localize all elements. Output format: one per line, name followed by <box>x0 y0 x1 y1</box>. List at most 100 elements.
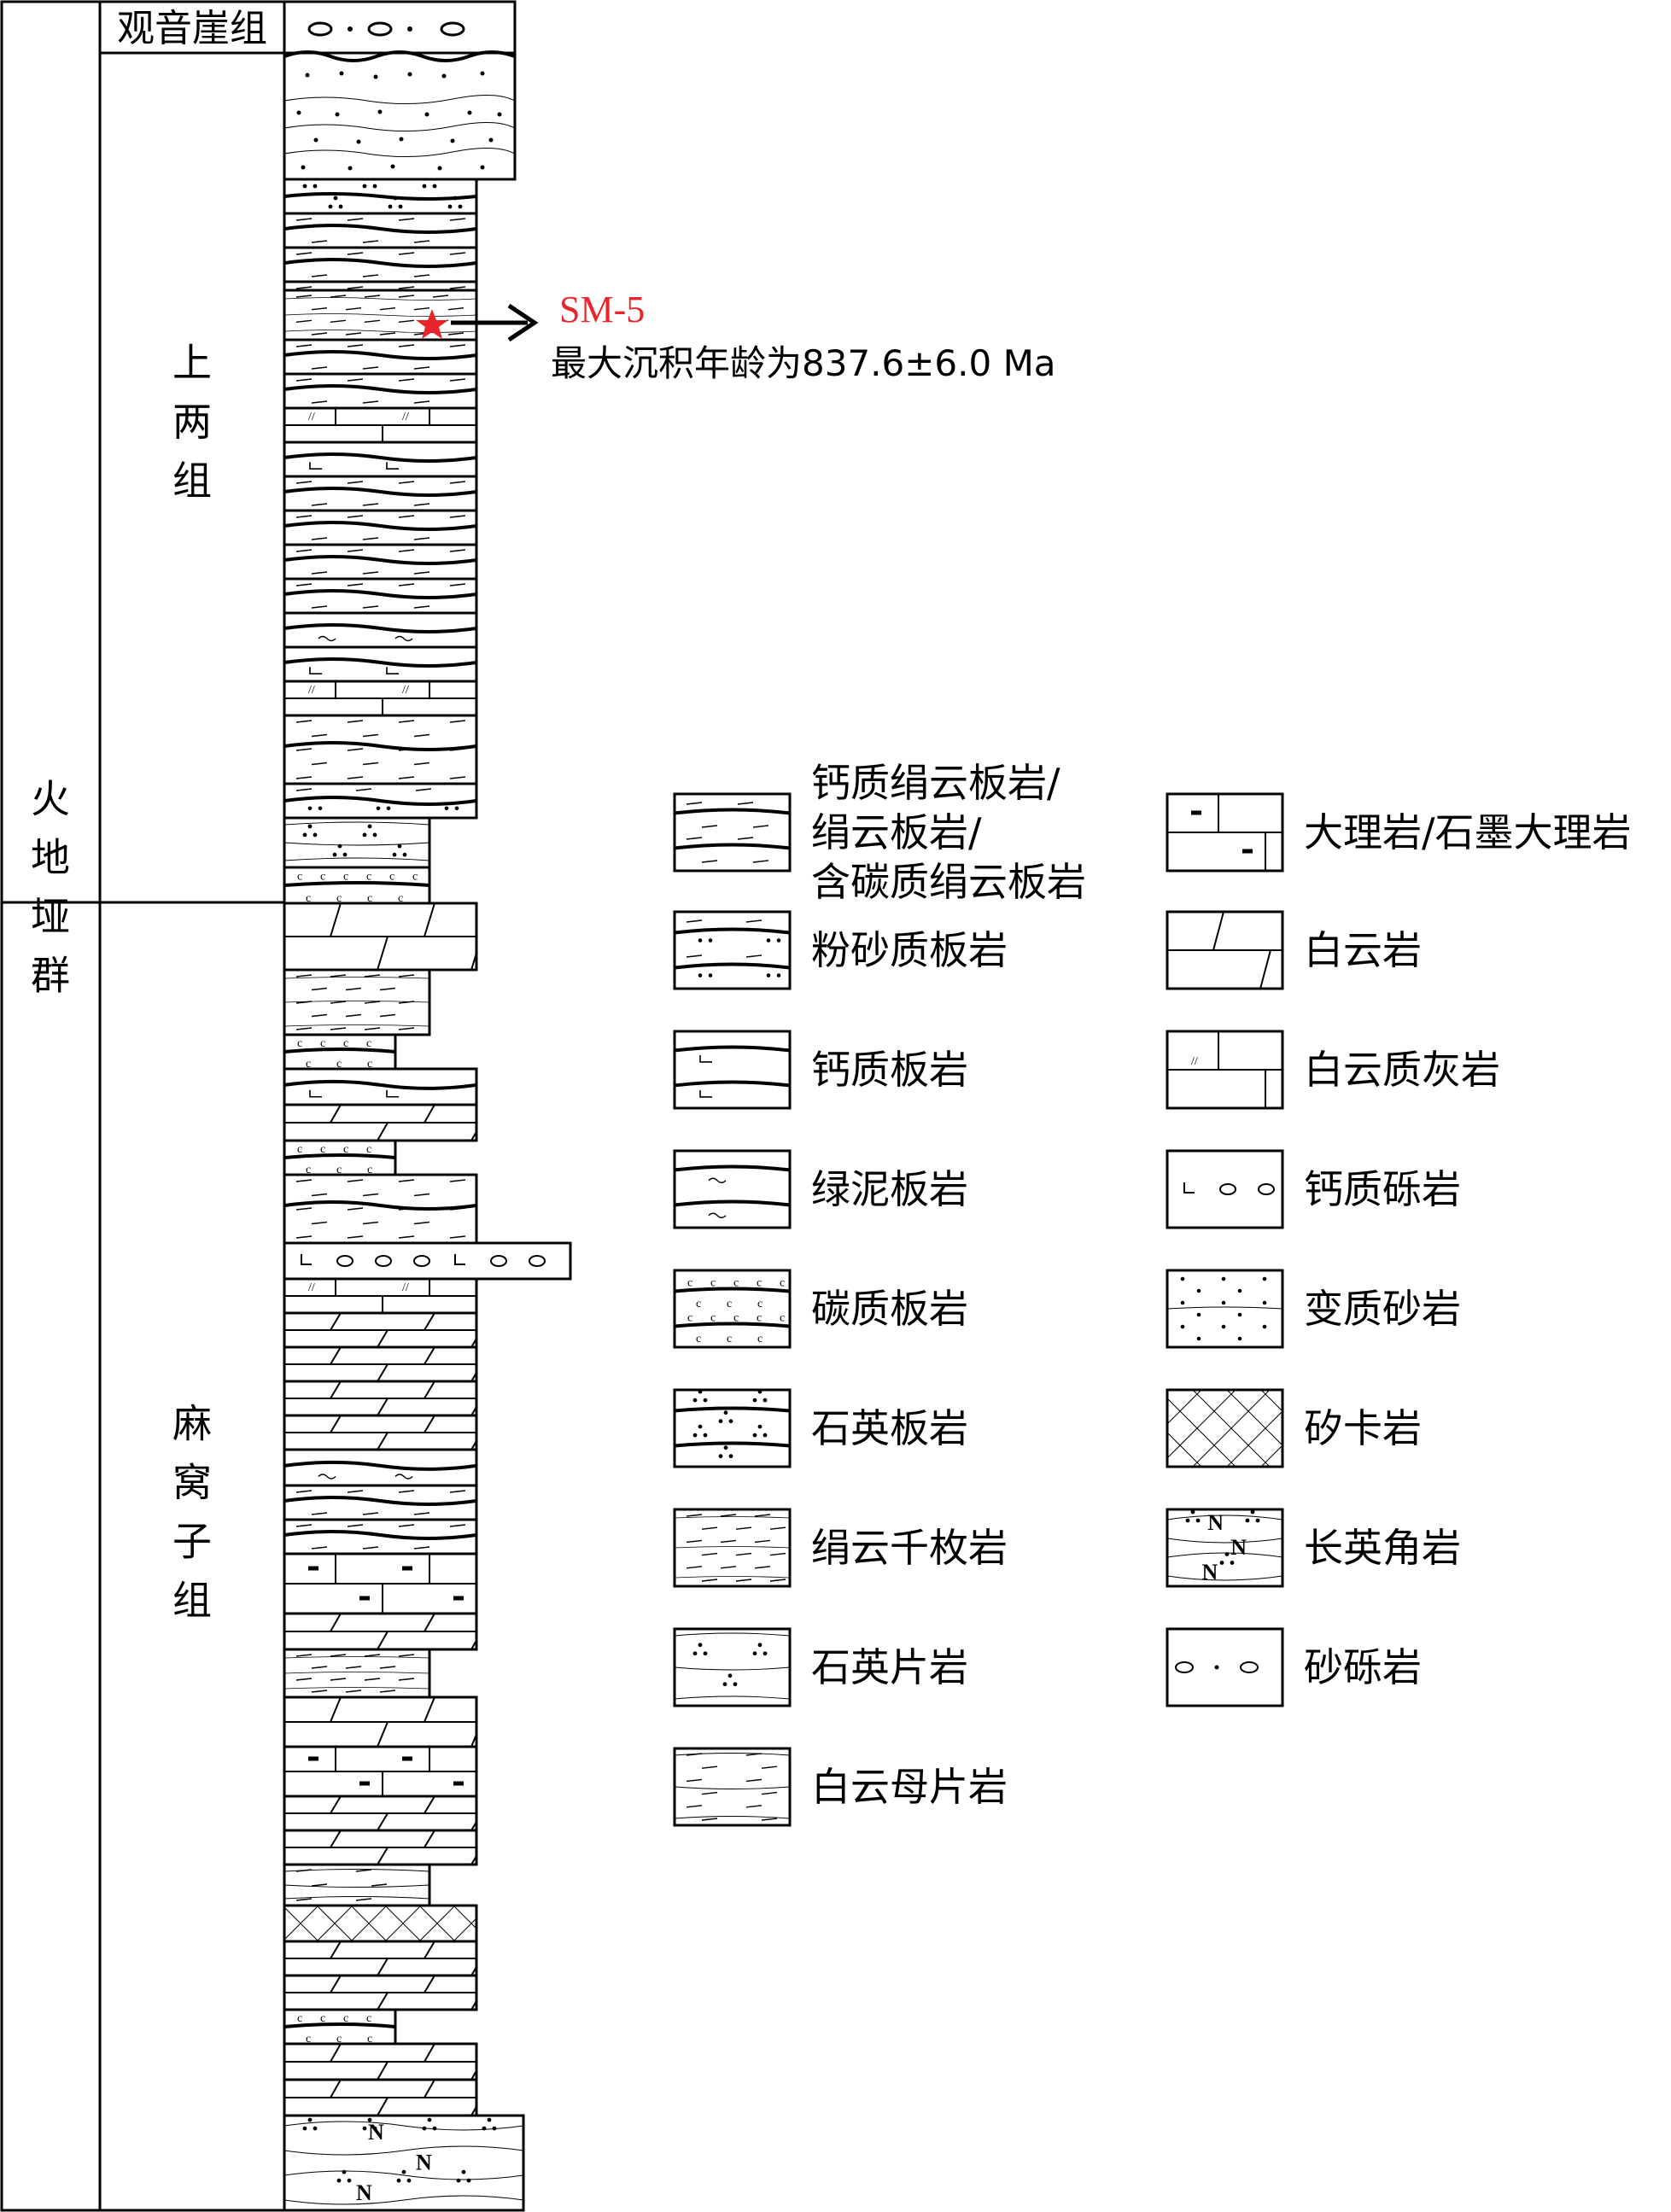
legend-item-dolo-limestone: // 白云质灰岩 <box>1166 1030 1500 1110</box>
group-column: 火地垭群 <box>0 0 102 2212</box>
layer-dolo-limestone: // // <box>283 680 478 717</box>
legend-label: 绢云千枚岩 <box>811 1525 1008 1571</box>
legend-label: 砂砾岩 <box>1304 1644 1422 1690</box>
layer-calc-sericite-slate <box>283 1518 478 1555</box>
svg-text:c: c <box>367 1164 372 1176</box>
legend-swatch <box>673 1508 792 1588</box>
legend-label: 大理岩/石墨大理岩 <box>1304 809 1632 855</box>
svg-text:c: c <box>336 892 342 905</box>
svg-text:c: c <box>389 871 394 884</box>
legend-item-sandy-conglomerate: 砂砾岩 <box>1166 1627 1422 1707</box>
legend-label: 长英角岩 <box>1304 1525 1461 1571</box>
layer-chlorite-slate <box>283 611 478 649</box>
layer-calc-sericite-slate <box>283 246 478 283</box>
sample-age-label: 最大沉积年龄为837.6±6.0 Ma <box>551 342 1056 384</box>
group-name-label: 火地垭群 <box>31 776 70 999</box>
svg-text://: // <box>402 684 409 697</box>
svg-text:c: c <box>297 2012 302 2025</box>
legend-swatch <box>1166 1508 1284 1588</box>
legend-label: 碳质板岩 <box>811 1286 968 1332</box>
layer-dolomite <box>283 1695 478 1748</box>
svg-text:c: c <box>320 1143 325 1156</box>
legend-label: 绿泥板岩 <box>811 1166 968 1212</box>
svg-text:c: c <box>733 1276 739 1289</box>
svg-text:c: c <box>733 1311 739 1324</box>
layer-calc-sericite-slate <box>283 1484 478 1521</box>
svg-text:c: c <box>687 1311 692 1324</box>
legend-item-hornfels: NNN 长英角岩 <box>1166 1508 1461 1588</box>
legend-swatch <box>1166 1149 1284 1229</box>
svg-text:c: c <box>366 1143 371 1156</box>
legend-swatch <box>673 1747 792 1827</box>
layer-calc-sericite-slate <box>283 372 478 410</box>
layer-dolomite <box>283 1795 478 1832</box>
svg-text:c: c <box>297 871 302 884</box>
svg-text://: // <box>308 684 315 697</box>
layer-muscovite-schist <box>283 1863 431 1907</box>
svg-text:N: N <box>1207 1510 1224 1535</box>
formation-shangliang-label: 上两组 <box>172 340 212 504</box>
layer-hornfels: NNN <box>283 2114 525 2212</box>
legend-item-quartz-slate: 石英板岩 <box>673 1388 968 1468</box>
sample-id-label: SM-5 <box>559 289 645 330</box>
legend-label: 白云岩 <box>1304 927 1422 973</box>
layer-calc-sericite-slate <box>283 475 478 512</box>
svg-text:c: c <box>757 1333 762 1345</box>
layer-dolomite <box>283 2078 478 2117</box>
legend-item-chlorite-slate: 绿泥板岩 <box>673 1149 968 1229</box>
svg-text://: // <box>308 1281 315 1294</box>
svg-text://: // <box>1191 1055 1198 1068</box>
svg-text:c: c <box>366 1037 371 1050</box>
svg-text:c: c <box>320 1037 325 1050</box>
legend-swatch <box>673 910 792 990</box>
legend-item-meta-sandstone: 变质砂岩 <box>1166 1269 1461 1349</box>
legend-item-calc-sericite-slate: 钙质绢云板岩/绢云板岩/含碳质绢云板岩 <box>673 760 1086 905</box>
svg-text:c: c <box>366 2012 371 2025</box>
legend-swatch <box>1166 1627 1284 1707</box>
layer-calc-sericite-slate <box>283 212 478 249</box>
svg-text:c: c <box>727 1298 732 1310</box>
legend-swatch <box>1166 910 1284 990</box>
layer-dolomite <box>283 1974 478 2011</box>
legend-label: 粉砂质板岩 <box>811 927 1008 973</box>
formation-guanyinya-label: 观音崖组 <box>117 7 267 50</box>
layer-quartz-slate <box>283 178 478 215</box>
layer-dolo-limestone: //// <box>283 406 478 444</box>
legend-label: 白云母片岩 <box>811 1764 1008 1810</box>
layer-dolo-limestone: //// <box>283 1277 478 1315</box>
legend-label: 石英片岩 <box>811 1644 968 1690</box>
sample-arrow-icon <box>507 303 539 342</box>
svg-text:c: c <box>696 1333 701 1345</box>
legend-swatch <box>673 792 792 873</box>
layer-calc-slate <box>283 645 478 683</box>
legend-label: 钙质绢云板岩/ <box>811 760 1060 806</box>
legend-label: 白云质灰岩 <box>1304 1047 1500 1093</box>
svg-text:N: N <box>1202 1560 1218 1585</box>
layer-dolomite <box>283 1414 478 1451</box>
svg-text:c: c <box>343 871 348 884</box>
svg-text:c: c <box>367 1058 372 1071</box>
layer-chlorite-slate <box>283 1448 478 1487</box>
svg-text:c: c <box>780 1311 785 1324</box>
svg-text:c: c <box>320 871 325 884</box>
svg-text:c: c <box>306 892 311 905</box>
svg-text:N: N <box>356 2180 372 2205</box>
legend-item-skarn: 矽卡岩 <box>1166 1388 1422 1468</box>
svg-text://: // <box>308 411 315 423</box>
legend-label: 变质砂岩 <box>1304 1286 1461 1332</box>
svg-text:N: N <box>1230 1535 1247 1560</box>
formation-mawozi-label: 麻窝子组 <box>172 1401 212 1624</box>
layer-meta-sandstone <box>283 50 517 181</box>
layer-dolomite <box>283 1345 478 1383</box>
legend-swatch <box>1166 1269 1284 1349</box>
legend-swatch <box>673 1388 792 1468</box>
legend-label: 含碳质绢云板岩 <box>811 859 1086 905</box>
svg-text:c: c <box>710 1311 716 1324</box>
layer-dolomite <box>283 1380 478 1417</box>
legend-item-calc-conglomerate: 钙质砾岩 <box>1166 1149 1461 1229</box>
legend-swatch <box>673 1627 792 1707</box>
